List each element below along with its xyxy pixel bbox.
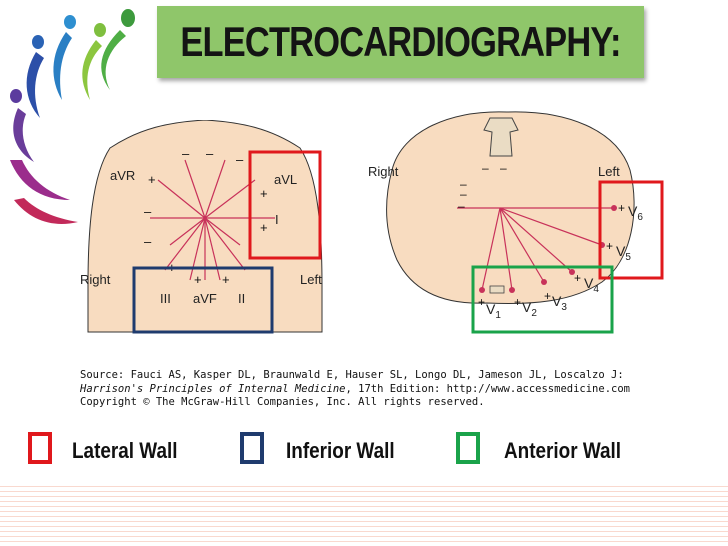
source-book-title: Harrison's Principles of Internal Medici… (80, 383, 346, 395)
svg-text:+: + (514, 295, 521, 309)
svg-text:+: + (222, 272, 230, 287)
lead-label-avf: aVF (193, 291, 217, 306)
svg-text:+: + (478, 295, 485, 309)
chest-side-label-right: Right (368, 164, 399, 179)
svg-text:–: – (144, 234, 152, 249)
svg-text:–: – (458, 199, 465, 213)
legend-swatch-anterior (456, 432, 480, 464)
svg-text:+: + (260, 220, 268, 235)
legend-label-inferior: Inferior Wall (286, 438, 395, 464)
svg-text:+: + (194, 272, 202, 287)
source-line-1: Source: Fauci AS, Kasper DL, Braunwald E… (80, 369, 624, 381)
svg-text:+: + (606, 239, 613, 253)
chest-lead-diagram: ––– –– +++ +++ Right Left V1 V2 V3 V4 V5… (362, 110, 672, 340)
svg-text:–: – (236, 152, 244, 167)
svg-text:+: + (260, 186, 268, 201)
side-label-left: Left (300, 272, 322, 287)
source-line-2: , 17th Edition: http://www.accessmedicin… (346, 383, 630, 395)
svg-text:–: – (482, 161, 489, 175)
legend-swatch-inferior (240, 432, 264, 464)
svg-text:–: – (500, 161, 507, 175)
source-citation: Source: Fauci AS, Kasper DL, Braunwald E… (80, 369, 630, 410)
page-title: ELECTROCARDIOGRAPHY: (201, 6, 600, 78)
limb-lead-diagram: +++ ––– –– +++ aVR aVL I III aVF II Righ… (70, 120, 350, 340)
lead-label-ii: II (238, 291, 245, 306)
copyright-line: Copyright © The McGraw-Hill Companies, I… (80, 396, 485, 408)
svg-text:+: + (618, 201, 625, 215)
lead-label-i: I (275, 212, 279, 227)
lead-label-v1: V1 (486, 301, 501, 321)
title-banner: ELECTROCARDIOGRAPHY: (157, 6, 644, 78)
legend-label-lateral: Lateral Wall (72, 438, 177, 464)
lead-label-avr: aVR (110, 168, 135, 183)
svg-text:+: + (544, 289, 551, 303)
footer-stripes (0, 486, 728, 546)
svg-text:V1: V1 (486, 301, 501, 321)
lead-label-avl: aVL (274, 172, 297, 187)
svg-text:–: – (144, 204, 152, 219)
side-label-right: Right (80, 272, 111, 287)
sternum (490, 286, 504, 293)
legend-swatch-lateral (28, 432, 52, 464)
lead-label-iii: III (160, 291, 171, 306)
svg-text:+: + (574, 271, 581, 285)
svg-text:–: – (182, 146, 190, 161)
svg-text:–: – (206, 146, 214, 161)
svg-text:+: + (148, 172, 156, 187)
legend-label-anterior: Anterior Wall (504, 438, 621, 464)
chest-side-label-left: Left (598, 164, 620, 179)
